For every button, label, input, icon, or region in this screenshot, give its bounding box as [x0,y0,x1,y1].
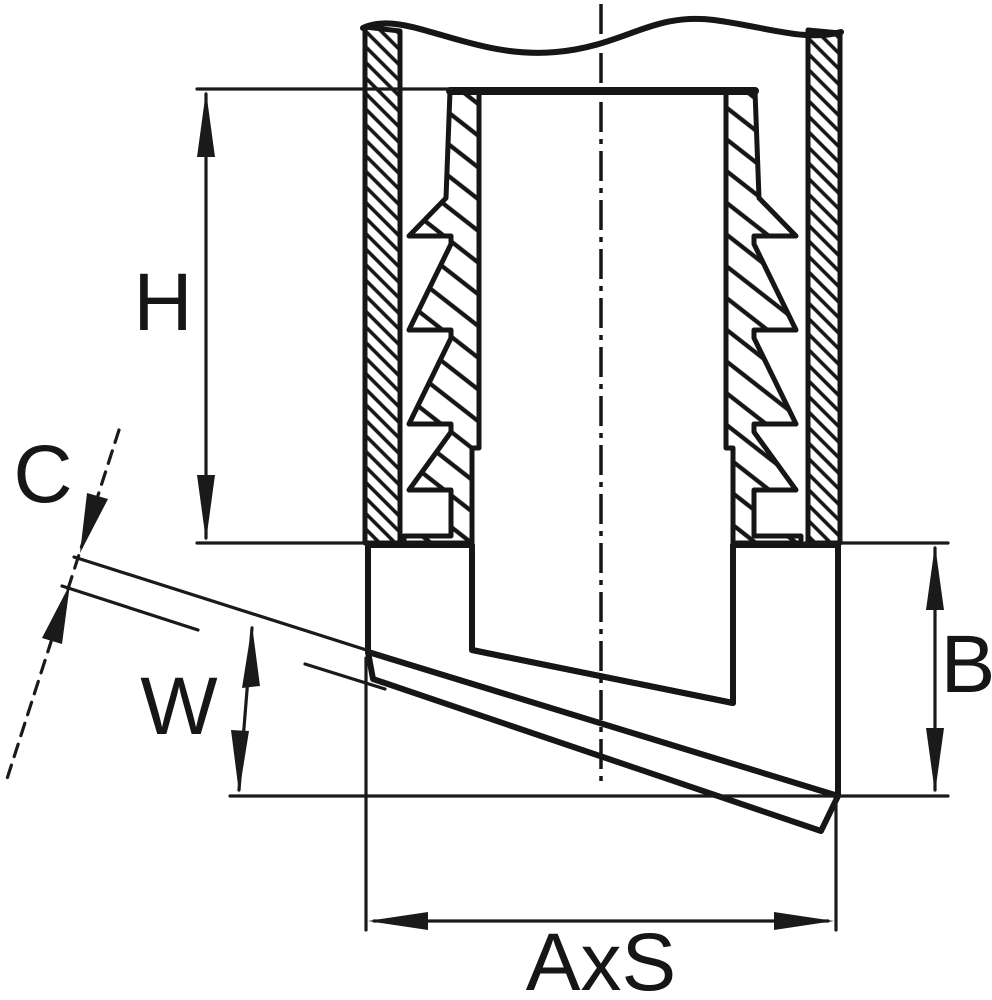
dimension-W: W [140,625,260,793]
tube-wall-left [365,27,400,543]
arrowhead-h-top [197,91,215,157]
dimension-label-C: C [13,429,72,520]
dimension-label-AxS: AxS [526,917,676,1000]
dimension-H: H [133,87,454,545]
arrowhead-w-top [242,625,260,688]
dimension-label-H: H [133,257,192,348]
insert-stem-left [404,91,479,543]
arrowhead-b-top [926,545,944,610]
arrowhead-c-upper [80,493,108,553]
arrowhead-h-bottom [197,475,215,541]
dimension-AxS: AxS [364,656,838,1000]
arrowhead-axs-left [368,912,428,930]
arrowhead-w-bottom [231,730,249,793]
dimension-C: C [4,428,400,784]
arrowhead-axs-right [774,912,834,930]
tube-break-line [360,15,844,56]
tube-wall-right [808,30,840,543]
insert-stem-right [726,91,801,543]
dimension-label-B: B [941,619,992,710]
dimension-label-W: W [140,661,218,752]
cavity-floor-edge [469,647,736,706]
arrowhead-b-bottom [926,728,944,793]
dimension-B: B [803,541,992,793]
arrowhead-c-lower [42,584,70,644]
